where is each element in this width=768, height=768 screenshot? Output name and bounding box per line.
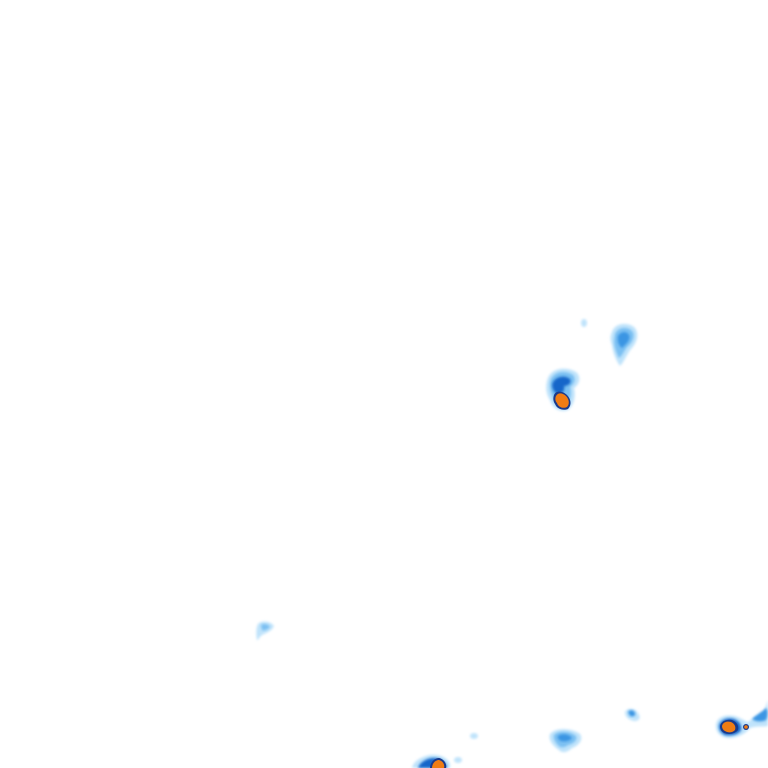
precip-cell-south-edge [412,754,450,768]
precip-cell-east-edge [716,700,768,738]
precip-cell-south-center [549,729,582,753]
precip-cell-speck-south [454,733,478,763]
precip-cell-central [546,368,580,411]
precip-cell-southeast-small [625,708,640,721]
precip-cell-west [256,621,274,641]
precip-cell-speck-north [581,319,587,327]
precip-cell-northeast [610,323,638,366]
